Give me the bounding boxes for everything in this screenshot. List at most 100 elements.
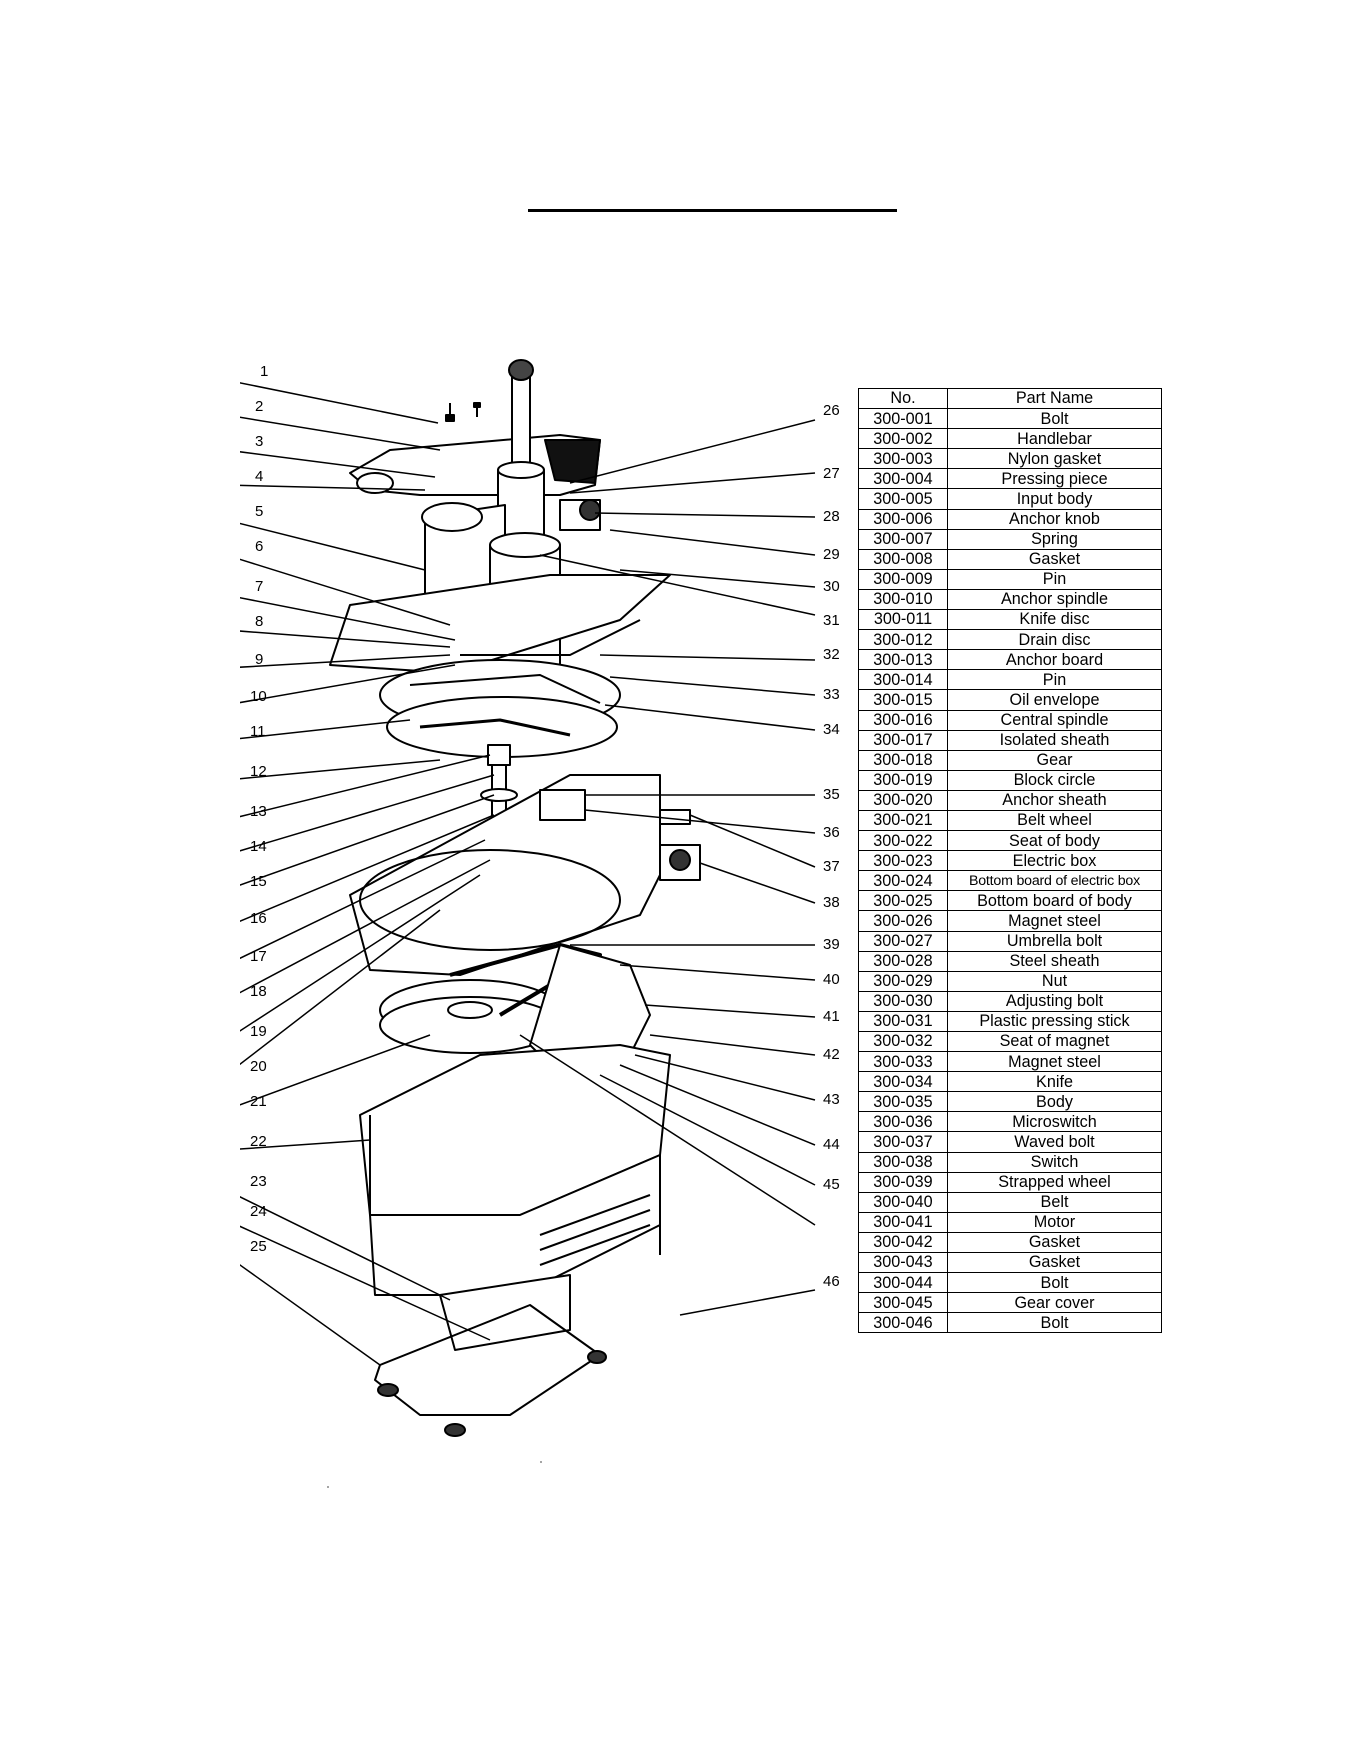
part-no: 300-003: [858, 448, 948, 470]
part-name: Waved bolt: [947, 1131, 1162, 1153]
part-no: 300-007: [858, 528, 948, 550]
part-name: Magnet steel: [947, 910, 1162, 932]
part-no: 300-010: [858, 588, 948, 611]
part-name: Nut: [947, 970, 1162, 992]
part-name: Bottom board of electric box: [947, 870, 1162, 892]
part-name: Magnet steel: [947, 1051, 1162, 1073]
callout-31: 31: [823, 612, 840, 629]
part-name: Switch: [947, 1151, 1162, 1173]
part-no: 300-032: [858, 1030, 948, 1053]
part-no: 300-028: [858, 950, 948, 972]
callout-11: 11: [250, 723, 266, 740]
callout-7: 7: [255, 578, 263, 595]
part-name: Adjusting bolt: [947, 990, 1162, 1012]
part-name: Motor: [947, 1211, 1162, 1233]
part-no: 300-006: [858, 508, 948, 530]
part-name: Gear: [947, 749, 1162, 771]
part-no: 300-042: [858, 1231, 948, 1254]
table-header-row: No. Part Name: [858, 387, 1162, 410]
part-no: 300-038: [858, 1151, 948, 1173]
callout-38: 38: [823, 894, 840, 911]
part-name: Gasket: [947, 548, 1162, 570]
callout-8: 8: [255, 613, 263, 630]
part-no: 300-026: [858, 910, 948, 932]
part-no: 300-021: [858, 809, 948, 832]
part-no: 300-033: [858, 1051, 948, 1073]
part-name: Pin: [947, 669, 1162, 691]
part-name: Block circle: [947, 769, 1162, 791]
callout-1: 1: [260, 363, 268, 380]
part-no: 300-011: [858, 609, 948, 631]
callout-numbers-right: 26 27 28 29 30 31 32 33 34 35 36 37 38 3…: [823, 402, 840, 1290]
callout-25: 25: [250, 1238, 267, 1255]
scan-speck: [540, 1461, 542, 1463]
part-name: Pressing piece: [947, 468, 1162, 490]
callout-16: 16: [250, 910, 267, 927]
callout-21: 21: [250, 1093, 267, 1110]
callout-3: 3: [255, 433, 263, 450]
callout-29: 29: [823, 546, 840, 563]
part-no: 300-031: [858, 1010, 948, 1033]
callout-45: 45: [823, 1176, 840, 1193]
part-no: 300-034: [858, 1071, 948, 1093]
part-name: Anchor knob: [947, 508, 1162, 530]
callout-13: 13: [250, 803, 267, 820]
part-no: 300-018: [858, 749, 948, 771]
callout-2: 2: [255, 398, 263, 415]
part-no: 300-040: [858, 1191, 948, 1213]
part-no: 300-004: [858, 468, 948, 490]
callout-34: 34: [823, 721, 840, 738]
callout-35: 35: [823, 786, 840, 803]
machine-drawing: [329, 359, 701, 1437]
part-name: Central spindle: [947, 709, 1162, 731]
callout-6: 6: [255, 538, 263, 555]
callout-15: 15: [250, 873, 267, 890]
part-no: 300-014: [858, 669, 948, 691]
callout-19: 19: [250, 1023, 267, 1040]
part-name: Belt wheel: [947, 809, 1162, 832]
callout-42: 42: [823, 1046, 840, 1063]
callout-20: 20: [250, 1058, 267, 1075]
callout-43: 43: [823, 1091, 840, 1108]
callout-46: 46: [823, 1273, 840, 1290]
part-no: 300-005: [858, 488, 948, 510]
part-no: 300-023: [858, 850, 948, 872]
part-name: Knife disc: [947, 609, 1162, 631]
part-no: 300-036: [858, 1111, 948, 1133]
part-no: 300-046: [858, 1312, 948, 1334]
callout-leaders: [240, 382, 816, 1366]
part-name: Gasket: [947, 1252, 1162, 1274]
part-name: Gasket: [947, 1231, 1162, 1254]
part-no: 300-016: [858, 709, 948, 731]
callout-44: 44: [823, 1136, 840, 1153]
